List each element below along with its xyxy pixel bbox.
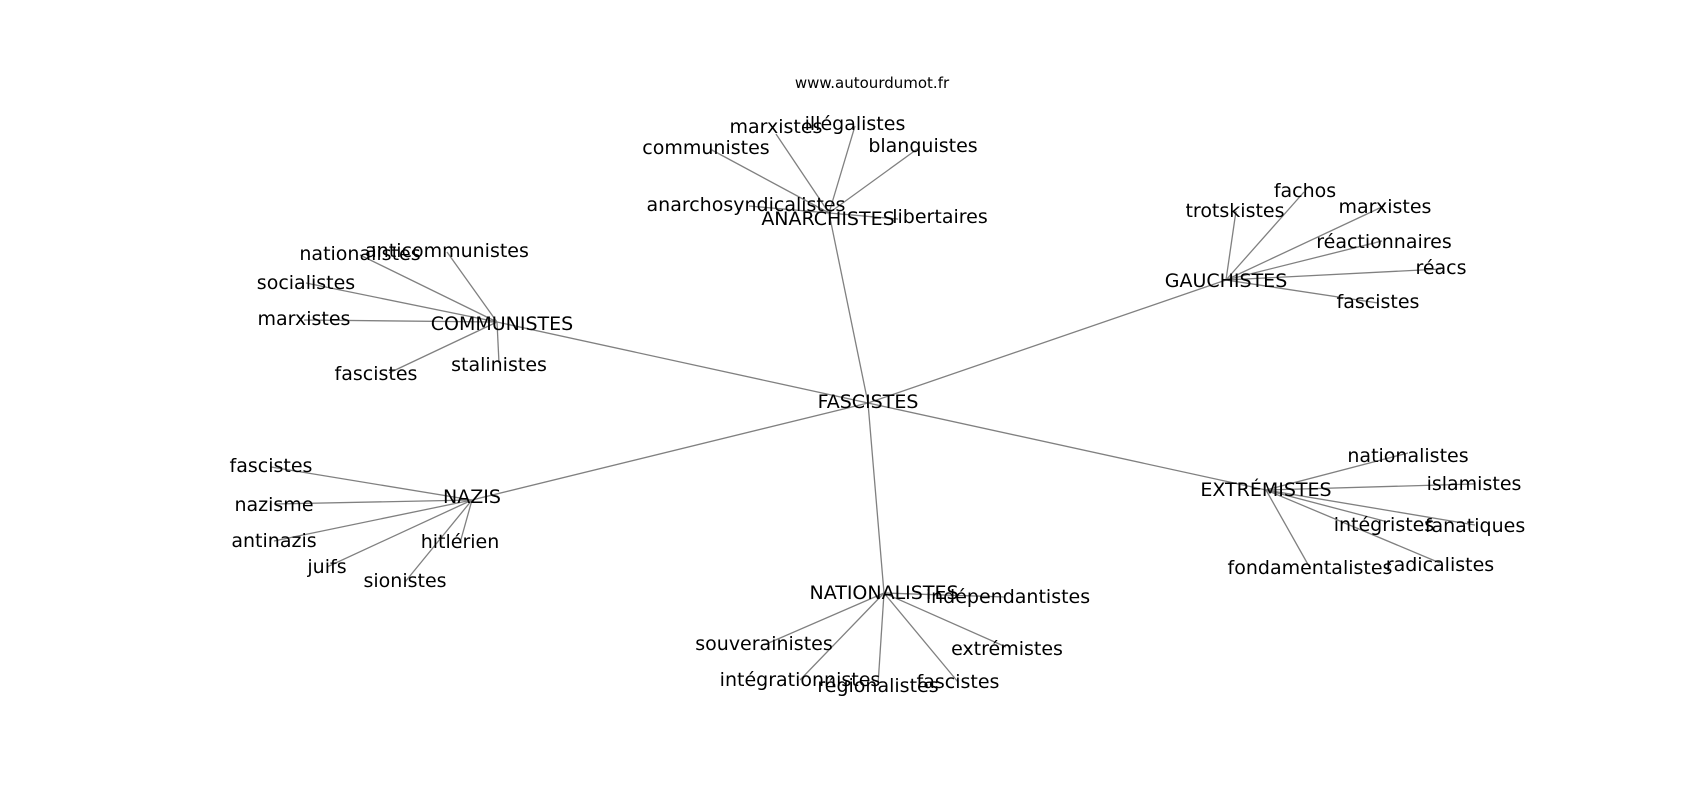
edge-nationalistes-leaf xyxy=(883,592,959,683)
edge-nazis-leaf xyxy=(273,499,473,505)
leaf-node-label: réactionnaires xyxy=(1316,231,1452,253)
edge-gauchistes-leaf xyxy=(1225,210,1237,281)
edge-nazis-leaf xyxy=(404,499,473,583)
edge-gauchistes-leaf xyxy=(1225,191,1305,281)
leaf-node-label: fascistes xyxy=(1337,291,1420,313)
edge-gauchistes-leaf xyxy=(1225,279,1379,304)
graph-edges xyxy=(270,125,1476,686)
leaf-node-label: anarchosyndicalistes xyxy=(647,194,846,216)
leaf-node-label: fondamentalistes xyxy=(1228,557,1393,579)
cluster-node-label-anarchistes: ANARCHISTES xyxy=(761,208,894,230)
edge-nationalistes-leaf xyxy=(883,592,1006,598)
edge-extremistes-leaf xyxy=(1265,489,1385,522)
edge-nationalistes-leaf xyxy=(883,592,1007,648)
leaf-node-label: nationalistes xyxy=(1347,445,1468,467)
edge-center-gauchistes xyxy=(867,279,1227,404)
leaf-node-label: marxistes xyxy=(1339,196,1432,218)
leaf-node-label: illégalistes xyxy=(805,113,906,135)
edge-extremistes-leaf xyxy=(1265,489,1476,526)
edge-extremistes-leaf xyxy=(1265,483,1475,491)
center-node-label: FASCISTES xyxy=(818,391,919,413)
edge-communistes-leaf xyxy=(446,251,498,323)
leaf-node-label: indépendantistes xyxy=(926,586,1090,608)
leaf-node-label: antinazis xyxy=(231,530,316,552)
watermark-text: www.autourdumot.fr xyxy=(795,74,950,92)
edge-anarchistes-leaf xyxy=(709,148,830,214)
edge-gauchistes-leaf xyxy=(1225,268,1442,281)
leaf-node-label: intégristes xyxy=(1334,514,1435,536)
leaf-node-label: marxistes xyxy=(730,116,823,138)
leaf-node-label: fascistes xyxy=(917,671,1000,693)
edge-nationalistes-leaf xyxy=(799,592,885,681)
leaf-node-label: marxistes xyxy=(258,308,351,330)
leaf-node-label: stalinistes xyxy=(451,354,547,376)
edge-center-extremistes xyxy=(867,402,1267,491)
leaf-node-label: réacs xyxy=(1415,257,1466,279)
leaf-node-label: souverainistes xyxy=(695,633,833,655)
leaf-node-label: régionalistes xyxy=(817,675,938,697)
edge-center-nationalistes xyxy=(867,402,885,594)
leaf-node-label: fascistes xyxy=(335,363,418,385)
edge-communistes-leaf xyxy=(496,321,500,364)
leaf-node-label: intégrationnistes xyxy=(720,669,881,691)
cluster-node-label-nazis: NAZIS xyxy=(443,486,501,508)
cluster-node-label-extremistes: EXTRÉMISTES xyxy=(1200,478,1331,501)
leaf-node-label: fanatiques xyxy=(1425,515,1525,537)
leaf-node-label: sionistes xyxy=(363,570,446,592)
edge-nationalistes-leaf xyxy=(877,592,885,686)
edge-extremistes-leaf xyxy=(1265,489,1441,564)
edge-anarchistes-leaf xyxy=(775,133,830,214)
leaf-node-label: islamistes xyxy=(1427,473,1522,495)
edge-center-nazis xyxy=(471,402,869,501)
edge-center-communistes xyxy=(496,321,869,404)
leaf-node-label: nationalistes xyxy=(299,243,420,265)
leaf-node-label: communistes xyxy=(642,137,769,159)
leaf-node-label: libertaires xyxy=(892,206,987,228)
leaf-node-label: hitlérien xyxy=(421,531,500,553)
edge-anarchistes-leaf xyxy=(828,212,899,220)
edge-communistes-leaf xyxy=(303,319,498,323)
leaf-node-label: socialistes xyxy=(257,272,355,294)
edge-communistes-leaf xyxy=(388,321,498,374)
edge-gauchistes-leaf xyxy=(1225,205,1385,281)
leaf-node-label: fachos xyxy=(1274,180,1336,202)
edge-nazis-leaf xyxy=(273,499,473,542)
edge-gauchistes-leaf xyxy=(1225,240,1383,281)
cluster-node-label-nationalistes: NATIONALISTES xyxy=(809,582,958,604)
leaf-node-label: radicalistes xyxy=(1386,554,1494,576)
leaf-node-label: blanquistes xyxy=(868,135,977,157)
edge-communistes-leaf xyxy=(359,254,498,323)
edge-anarchistes-leaf xyxy=(828,146,921,214)
edge-communistes-leaf xyxy=(305,282,498,323)
graph-labels: www.autourdumot.fr nationalistesanticomm… xyxy=(230,74,1526,697)
edge-extremistes-leaf xyxy=(1265,452,1409,491)
edge-anarchistes-leaf xyxy=(748,205,830,214)
edge-nationalistes-leaf xyxy=(763,592,885,646)
cluster-node-label-communistes: COMMUNISTES xyxy=(431,313,573,335)
edge-center-anarchistes xyxy=(828,212,869,404)
leaf-node-label: fascistes xyxy=(230,455,313,477)
edge-nazis-leaf xyxy=(270,466,473,501)
leaf-node-label: nazisme xyxy=(234,494,313,516)
edge-nazis-leaf xyxy=(459,499,473,544)
edge-extremistes-leaf xyxy=(1265,489,1311,569)
edge-nazis-leaf xyxy=(326,499,473,568)
edge-anarchistes-leaf xyxy=(828,125,856,214)
leaf-node-label: trotskistes xyxy=(1185,200,1284,222)
leaf-node-label: anticommunistes xyxy=(365,240,529,262)
leaf-node-label: juifs xyxy=(306,556,346,578)
leaf-node-label: extrémistes xyxy=(951,638,1063,660)
cluster-node-label-gauchistes: GAUCHISTES xyxy=(1165,270,1288,292)
